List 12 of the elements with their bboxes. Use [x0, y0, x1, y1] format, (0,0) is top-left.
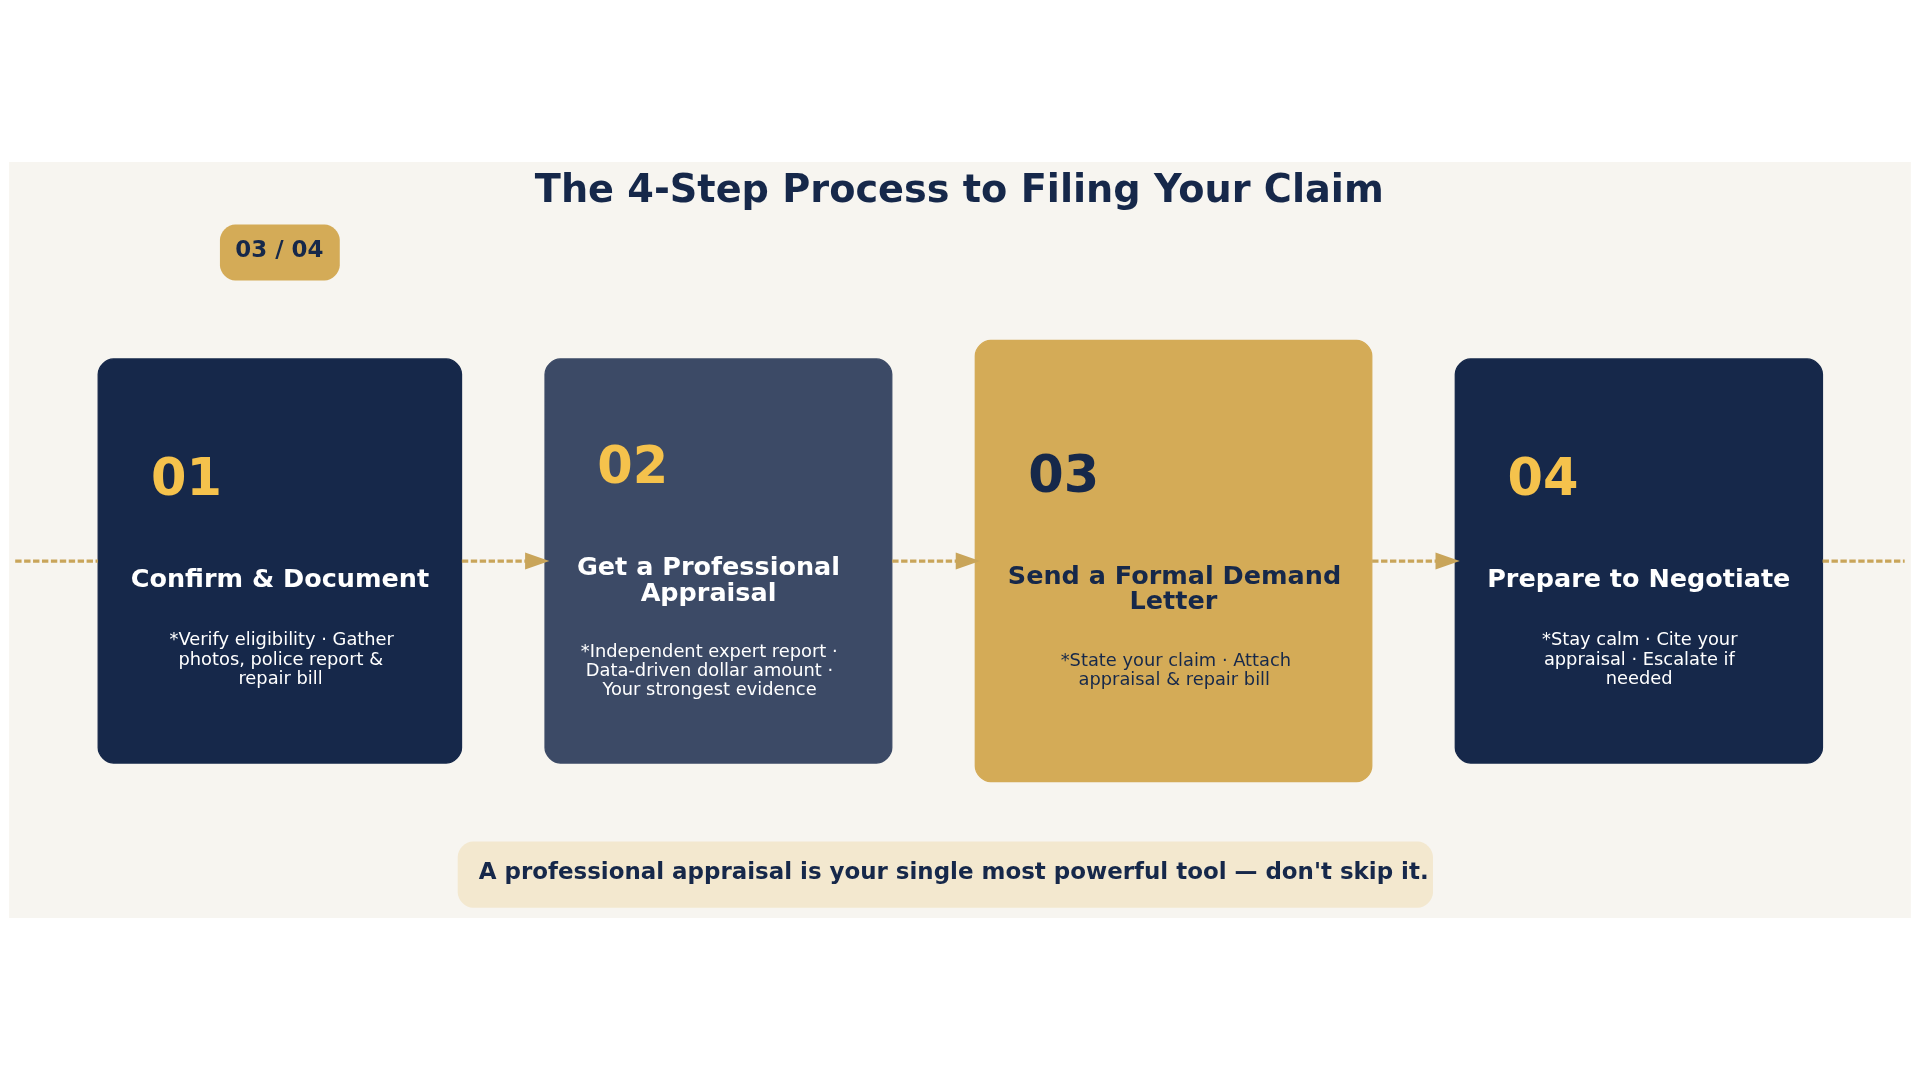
- connector: [15, 559, 98, 563]
- connector: [1822, 559, 1905, 563]
- label: A professional appraisal is your single most powerful tool — don't skip it.: [478, 857, 1429, 884]
- node-box: 02 Get a Professional Appraisal *Independent expert report · Data-driven dollar amount · Your strongest evidence: [544, 358, 893, 764]
- arrow: [1372, 552, 1460, 570]
- node-box: 01 Confirm & Document *Verify eligibility · Gather photos, police report & repair bill: [97, 358, 463, 764]
- label: 03 / 04: [235, 235, 324, 262]
- node-box: 04 Prepare to Negotiate *Stay calm · Cite your appraisal · Escalate if needed: [1454, 358, 1824, 764]
- node-box: 03 Send a Formal Demand Letter *State your claim · Attach appraisal & repair bill: [974, 339, 1373, 783]
- diagram-title: The 4-Step Process to Filing Your Claim: [534, 166, 1384, 211]
- arrow: [892, 552, 980, 570]
- arrow: [461, 552, 550, 570]
